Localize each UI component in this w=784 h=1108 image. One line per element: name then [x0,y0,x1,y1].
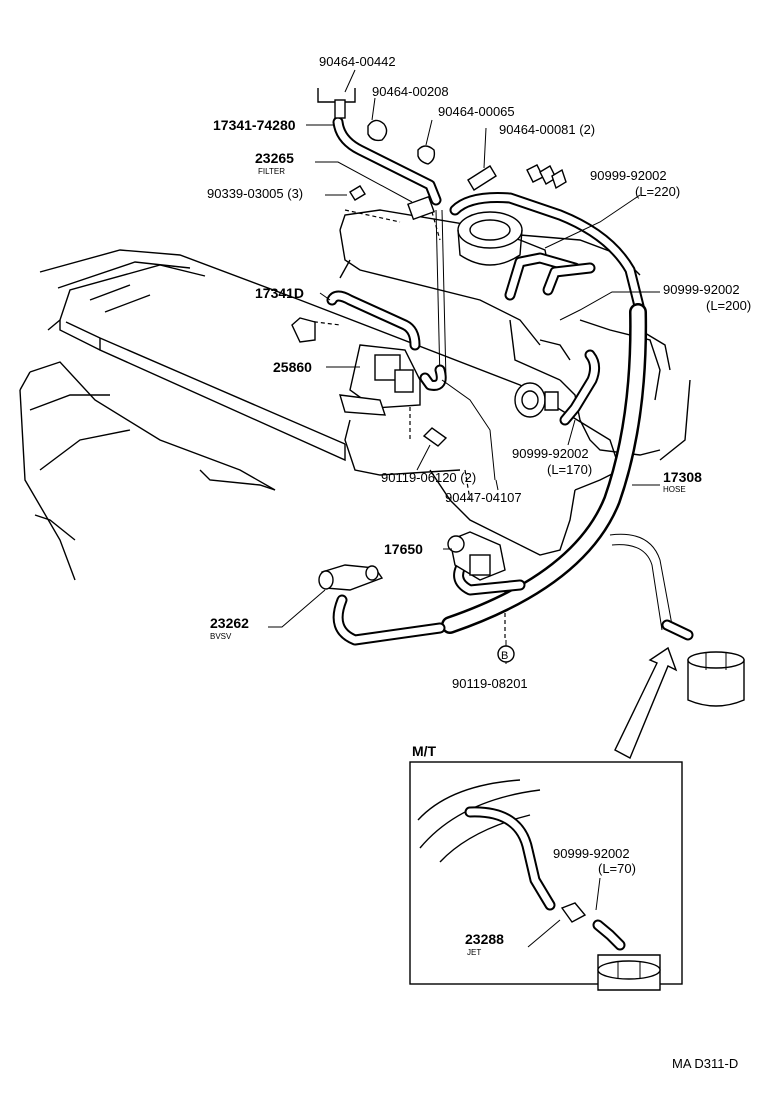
svg-text:B: B [501,650,508,662]
label-length-220: (L=220) [635,184,680,199]
leader-lines [268,69,660,664]
inset-title: M/T [412,743,437,759]
label-23262-desc: BVSV [210,632,232,641]
label-90464-00081: 90464-00081 (2) [499,122,595,137]
label-length-170: (L=170) [547,462,592,477]
label-90464-00208: 90464-00208 [372,84,449,99]
label-90999-92002-70: 90999-92002 [553,846,630,861]
label-17308: 17308 [663,469,702,485]
label-23288-desc: JET [467,948,481,957]
label-23265: 23265 [255,150,294,166]
label-90999-92002-170: 90999-92002 [512,446,589,461]
label-length-200: (L=200) [706,298,751,313]
label-90447-04107: 90447-04107 [445,490,522,505]
callout-marker-b: B [497,645,515,663]
mt-inset [409,761,683,991]
label-90339-03005: 90339-03005 (3) [207,186,303,201]
direction-arrow [614,646,678,759]
label-17341D: 17341D [255,285,304,301]
label-23288: 23288 [465,931,504,947]
label-90119-06120: 90119-06120 (2) [381,470,476,485]
parts [291,88,745,707]
label-length-70: (L=70) [598,861,636,876]
label-90119-08201: 90119-08201 [452,676,528,691]
label-17308-desc: HOSE [663,485,686,494]
label-17650: 17650 [384,541,423,557]
part-labels: 90464-00442 90464-00208 17341-74280 9046… [207,54,751,1071]
label-90999-92002-220: 90999-92002 [590,168,667,183]
diagram-code: MA D311-D [672,1056,738,1071]
label-23262: 23262 [210,615,249,631]
label-90464-00442: 90464-00442 [319,54,396,69]
engine-outline [19,204,691,640]
label-90999-92002-200: 90999-92002 [663,282,740,297]
label-23265-desc: FILTER [258,167,285,176]
inset-frame [409,761,683,985]
label-17341-74280: 17341-74280 [213,117,296,133]
label-90464-00065: 90464-00065 [438,104,515,119]
label-25860: 25860 [273,359,312,375]
